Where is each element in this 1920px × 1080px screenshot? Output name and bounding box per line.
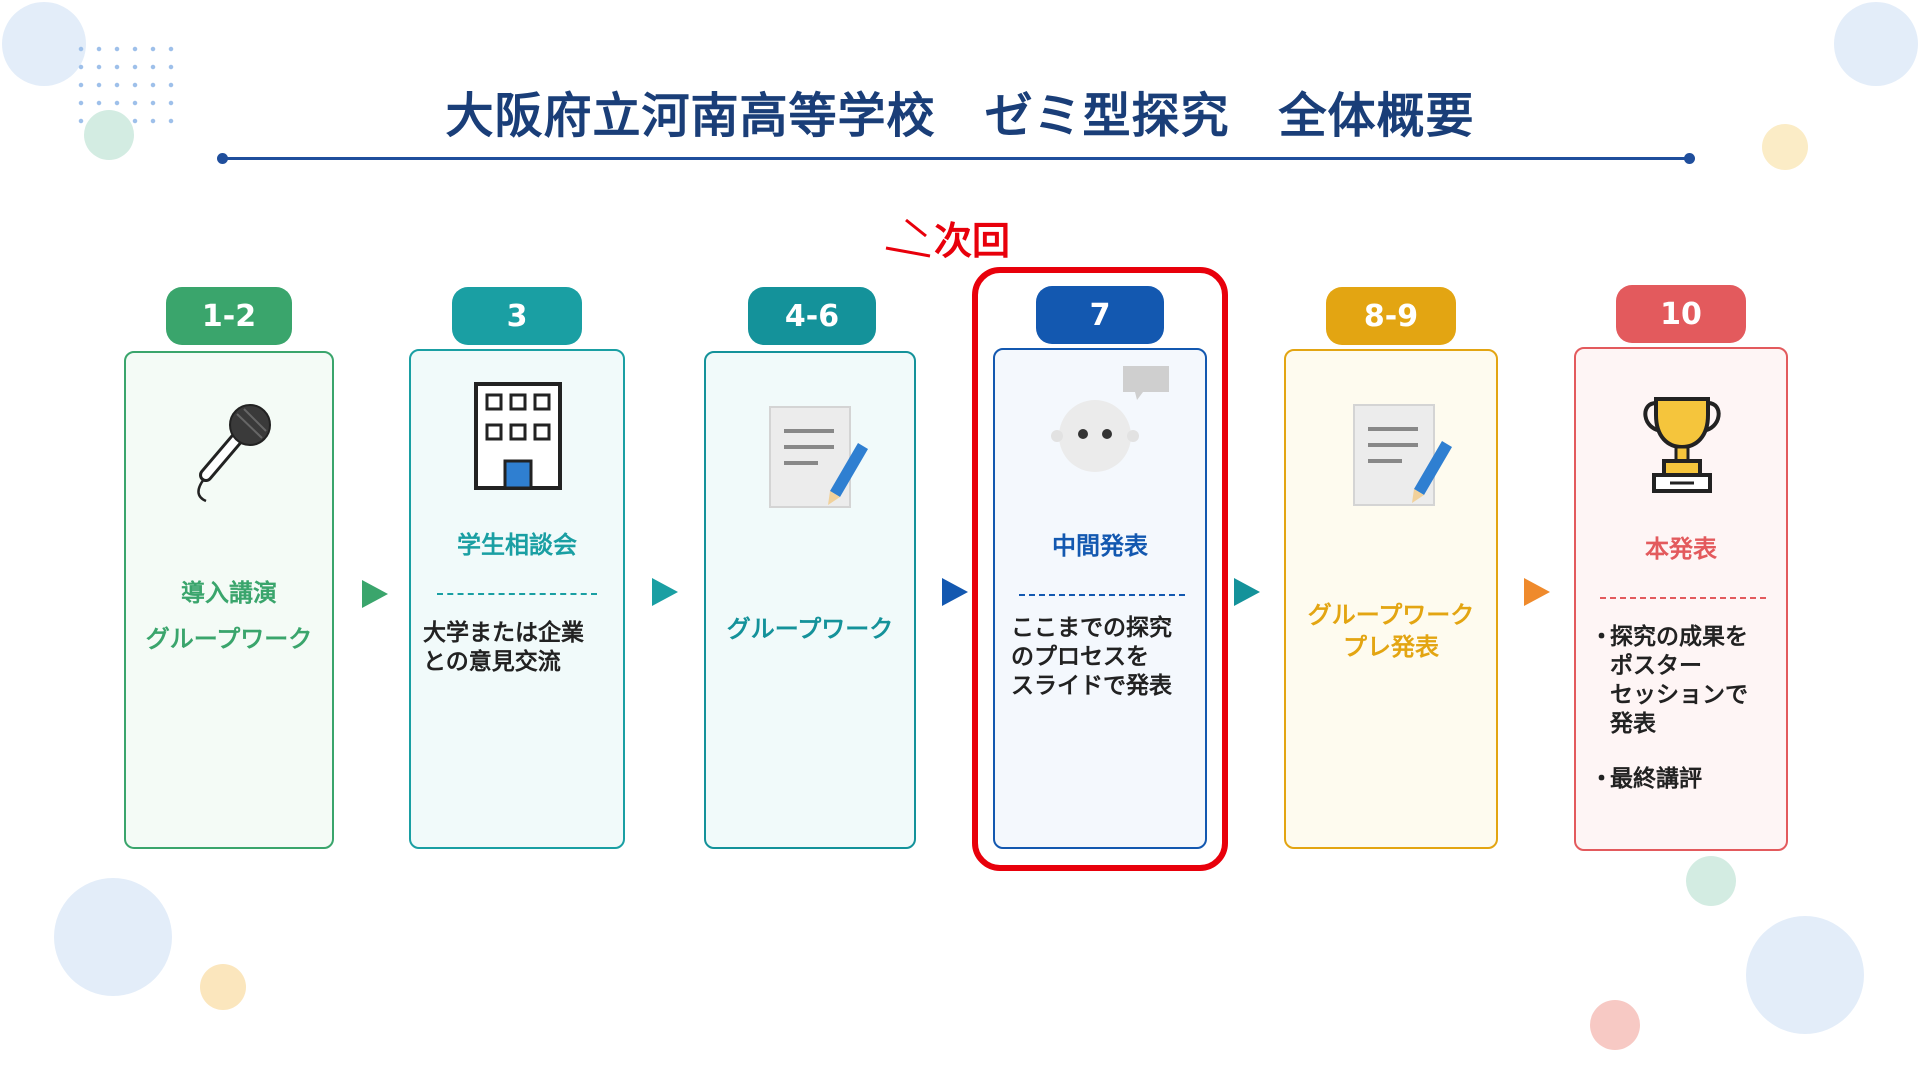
- step-heading: 中間発表: [1052, 532, 1148, 560]
- flow-arrow: [1234, 578, 1260, 606]
- step-heading-line2: グループワーク: [145, 625, 313, 653]
- decor-circle: [1746, 916, 1864, 1034]
- next-session-label: 次回: [934, 219, 1011, 263]
- step-heading: 学生相談会: [457, 531, 577, 559]
- divider: [437, 593, 597, 595]
- decor-circle: [1762, 124, 1808, 170]
- step-card: 学生相談会 大学または企業 との意見交流: [409, 349, 625, 849]
- step-card: 導入講演 グループワーク: [124, 351, 334, 849]
- step-heading-line2: プレ発表: [1343, 633, 1439, 661]
- step-heading-line1: 導入講演: [181, 579, 277, 607]
- step-description-line3: スライドで発表: [1011, 673, 1172, 699]
- title-underline: [217, 153, 1695, 164]
- step-heading-line1: グループワーク: [1307, 601, 1475, 629]
- document-edit-icon: [769, 406, 868, 508]
- session-badge: 3: [452, 287, 582, 345]
- session-badge: 7: [1036, 286, 1164, 344]
- step-description-line1: 大学または企業: [423, 620, 584, 646]
- step-card: グループワーク プレ発表: [1284, 349, 1498, 849]
- robot-speech-icon: [1051, 366, 1169, 472]
- flow-arrow: [942, 578, 968, 606]
- decor-circle: [200, 964, 246, 1010]
- step-card: グループワーク: [704, 351, 916, 849]
- session-badge: 1-2: [166, 287, 292, 345]
- decor-circle: [1686, 856, 1736, 906]
- step-description-line1: ここまでの探究: [1011, 615, 1172, 641]
- step-description-line2: のプロセスを: [1011, 644, 1149, 670]
- decor-circle: [84, 110, 134, 160]
- session-badge: 8-9: [1326, 287, 1456, 345]
- divider: [1600, 597, 1766, 599]
- decor-dots: [72, 40, 180, 124]
- flow-arrow: [1524, 578, 1550, 606]
- step-bullet-line2: ポスター: [1610, 653, 1702, 679]
- next-session-highlight: [972, 267, 1228, 871]
- step-description-line2: との意見交流: [423, 649, 561, 675]
- microphone-icon: [197, 404, 271, 503]
- step-card: 中間発表 ここまでの探究 のプロセスを スライドで発表: [993, 348, 1207, 849]
- bullet-marker: ・: [1590, 624, 1613, 650]
- emphasis-lines: [885, 218, 931, 258]
- page-title: 大阪府立河南高等学校 ゼミ型探究 全体概要: [445, 88, 1475, 144]
- session-badge: 10: [1616, 285, 1746, 343]
- divider: [1019, 594, 1185, 596]
- session-badge: 4-6: [748, 287, 876, 345]
- decor-circle: [1590, 1000, 1640, 1050]
- building-icon: [474, 382, 562, 490]
- step-bullet-line4: 発表: [1610, 711, 1656, 737]
- flow-arrow: [362, 580, 388, 608]
- flow-arrow: [652, 578, 678, 606]
- step-heading: グループワーク: [726, 615, 894, 643]
- decor-circle: [54, 878, 172, 996]
- trophy-icon: [1643, 397, 1721, 493]
- bullet-marker: ・: [1590, 766, 1613, 792]
- decor-circle: [1834, 2, 1918, 86]
- step-bullet-line1: 探究の成果を: [1610, 624, 1748, 650]
- document-edit-icon: [1353, 404, 1452, 506]
- step-bullet-line3: セッションで: [1610, 682, 1748, 708]
- step-card: 本発表 ・ 探究の成果を ポスター セッションで 発表 ・ 最終講評: [1574, 347, 1788, 851]
- step-bullet-2: 最終講評: [1610, 766, 1702, 792]
- step-heading: 本発表: [1645, 535, 1717, 563]
